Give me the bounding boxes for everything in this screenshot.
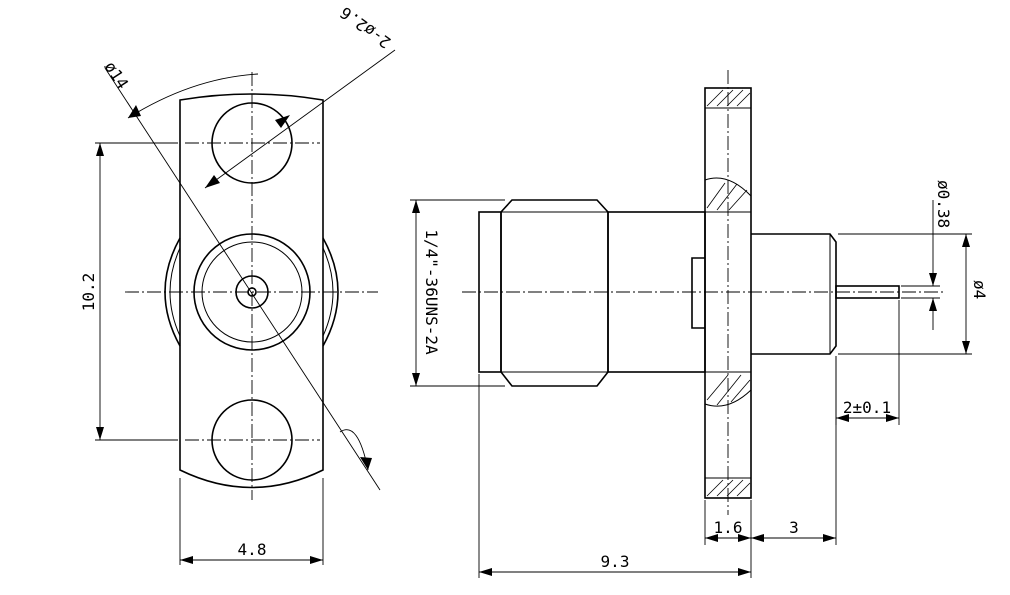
body-diameter-label: ø4 bbox=[970, 280, 989, 299]
bolt-circle-label: ø14 bbox=[101, 58, 133, 93]
body-length-label: 3 bbox=[789, 518, 799, 537]
thread-spec-label: 1/4"-36UNS-2A bbox=[422, 229, 441, 355]
coupling-nut bbox=[500, 199, 609, 387]
flange-width-label: 4.8 bbox=[238, 540, 267, 559]
hatching bbox=[706, 89, 751, 497]
flange-outline bbox=[179, 93, 324, 489]
mount-holes-label: 2-ø2.6 bbox=[336, 3, 394, 52]
pin-diameter-label: ø0.38 bbox=[934, 180, 953, 228]
side-view bbox=[410, 70, 972, 578]
rear-body bbox=[751, 233, 837, 355]
pin-protrusion-label: 2±0.1 bbox=[843, 398, 891, 417]
nut-bulge-right bbox=[322, 237, 339, 347]
flange-thickness-label: 1.6 bbox=[714, 518, 743, 537]
front-view bbox=[95, 49, 396, 565]
hole-spacing-label: 10.2 bbox=[79, 273, 98, 312]
overall-length-label: 9.3 bbox=[601, 552, 630, 571]
